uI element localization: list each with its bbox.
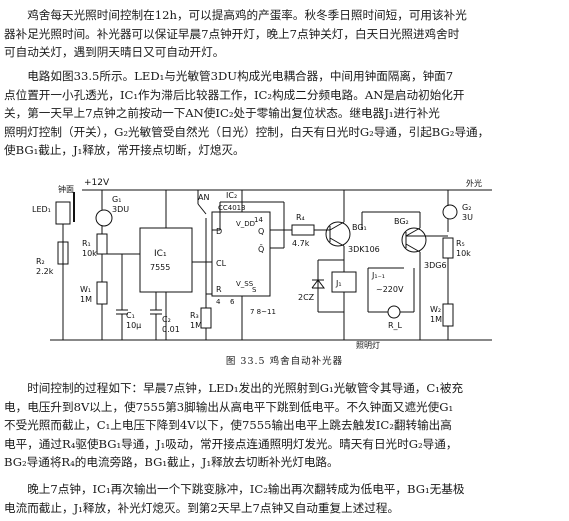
r4-value: 4.7k: [292, 239, 310, 248]
diode-label: 2CZ: [298, 293, 315, 302]
r1-value: 10k: [82, 249, 97, 258]
paragraph-evening: 晚上7点钟，IC₁再次输出一个下跳变脉冲，IC₂输出再次翻转成为低电平，BG₁无…: [4, 480, 564, 517]
relay-label: J₁: [335, 279, 342, 288]
paragraph-intro: 鸡舍每天光照时间控制在12h，可以提高鸡的产蛋率。秋冬季日照时间短，可用该补光 …: [4, 6, 564, 62]
figure-caption: 图 33.5 鸡舍自动补光器: [225, 356, 344, 367]
r5-value: 10k: [456, 249, 471, 258]
text-line: BG₂导通将R₄的电流旁路，BG₁截止，J₁释放去切断补光灯电路。: [4, 455, 339, 470]
led1-label: LED₁: [32, 205, 51, 214]
pin4-label: 4: [216, 298, 221, 306]
circuit-diagram: +12V 钟面 LED₁ G₁ 3DU R₁ 10k R₂ 2.2k W₁ 1M…: [32, 178, 492, 350]
lamp-label: 照明灯: [356, 340, 380, 350]
g1-label: G₁: [112, 195, 121, 204]
w1-label: W₁: [80, 285, 91, 294]
text-line: 鸡舍每天光照时间控制在12h，可以提高鸡的产蛋率。秋冬季日照时间短，可用该补光: [27, 8, 467, 22]
cl-pin-label: CL: [216, 259, 227, 268]
d-pin-label: D: [216, 227, 222, 236]
g1-type-label: 3DU: [112, 205, 129, 214]
r1-label: R₁: [82, 239, 91, 248]
c1-label: C₁: [126, 311, 135, 320]
text-line: 关，第一天早上7点钟之前按动一下AN使IC₂处于零输出复位状态。继电器J₁进行补…: [4, 106, 440, 121]
text-line: 时间控制的过程如下：早晨7点钟，LED₁发出的光照射到G₁光敏管令其导通，C₁被…: [27, 381, 464, 395]
w1-value: 1M: [80, 295, 92, 304]
bg1-type-label: 3DK106: [348, 245, 380, 254]
vdd-label: V_DD: [236, 220, 255, 228]
r2-label: R₂: [36, 257, 45, 266]
paragraph-timing: 时间控制的过程如下：早晨7点钟，LED₁发出的光照射到G₁光敏管令其导通，C₁被…: [4, 379, 564, 472]
an-switch-label: AN: [198, 193, 209, 202]
pin6-label: 6: [230, 298, 235, 306]
ic1-type-label: 7555: [150, 263, 170, 272]
text-line: 点位置开一小孔透光，IC₁作为滞后比较器工作，IC₂构成二分频电路。AN是启动初…: [4, 87, 465, 102]
c2-value: 0.01: [162, 325, 180, 334]
vss-label: V_SS: [236, 280, 254, 288]
w2-label: W₂: [430, 305, 441, 314]
clock-face-label: 钟面: [58, 184, 74, 194]
g2-type-label: 3U: [462, 213, 473, 222]
qbar-pin-label: Q̄: [258, 244, 264, 254]
s-pin-label: S: [252, 286, 257, 294]
relay-contact-label: J₁₋₁: [371, 271, 385, 280]
c1-value: 10μ: [126, 321, 141, 330]
text-line: 电流而截止，J₁释放，补光灯熄灭。到第2天早上7点钟又自动重复上述过程。: [4, 500, 400, 515]
r-pin-label: R: [216, 285, 222, 294]
pin14-label: 14: [254, 216, 263, 224]
r3-label: R₃: [190, 311, 199, 320]
bg1-label: BG₁: [352, 223, 367, 232]
r4-label: R₄: [296, 213, 305, 222]
c2-label: C₂: [162, 315, 171, 324]
r3-value: 1M: [190, 321, 202, 330]
text-line: 电路如图33.5所示。LED₁与光敏管3DU构成光电耦合器，中间用钟面隔离，钟面…: [27, 69, 454, 83]
pin7-11-label: 7 8~11: [250, 308, 276, 316]
bg2-type-label: 3DG6: [424, 261, 447, 270]
bg2-label: BG₂: [394, 217, 409, 226]
mains-label: ~220V: [376, 285, 404, 294]
text-line: 不受光照而截止，C₁上电压下降到4V以下，使7555输出电平上跳去触发IC₂翻转…: [4, 418, 452, 433]
r2-value: 2.2k: [36, 267, 54, 276]
ic2-type-label: CC4013: [218, 204, 246, 212]
text-line: 电平，通过R₄驱使BG₁导通，J₁吸动，常开接点连通照明灯发光。晴天有日光时G₂…: [4, 436, 458, 451]
supply-label: +12V: [84, 178, 110, 188]
q-pin-label: Q: [258, 227, 264, 236]
text-line: 器补足光照时间。补光器可以保证早晨7点钟开灯，晚上7点钟关灯，白天日光照进鸡舍时: [4, 26, 460, 41]
daylight-label: 外光: [466, 178, 482, 188]
text-line: 可自动关灯，遇到阴天晴日又可自动开灯。: [4, 45, 225, 60]
text-line: 电，电压升到8V以上，使7555第3脚输出从高电平下跳到低电平。不久钟面又遮光使…: [4, 399, 454, 414]
ic1-label: IC₁: [154, 249, 167, 259]
rl-label: R_L: [388, 321, 403, 330]
text-line: 晚上7点钟，IC₁再次输出一个下跳变脉冲，IC₂输出再次翻转成为低电平，BG₁无…: [27, 482, 465, 496]
text-line: 使BG₁截止，J₁释放，常开接点切断，灯熄灭。: [4, 143, 245, 158]
r5-label: R₅: [456, 239, 465, 248]
paragraph-circuit: 电路如图33.5所示。LED₁与光敏管3DU构成光电耦合器，中间用钟面隔离，钟面…: [4, 67, 564, 160]
g2-label: G₂: [462, 203, 471, 212]
ic2-label: IC₂: [226, 191, 237, 200]
text-line: 照明灯控制（开关），G₂光敏管受自然光（日光）控制，白天有日光时G₂导通，引起B…: [4, 124, 490, 139]
w2-value: 1M: [430, 315, 442, 324]
